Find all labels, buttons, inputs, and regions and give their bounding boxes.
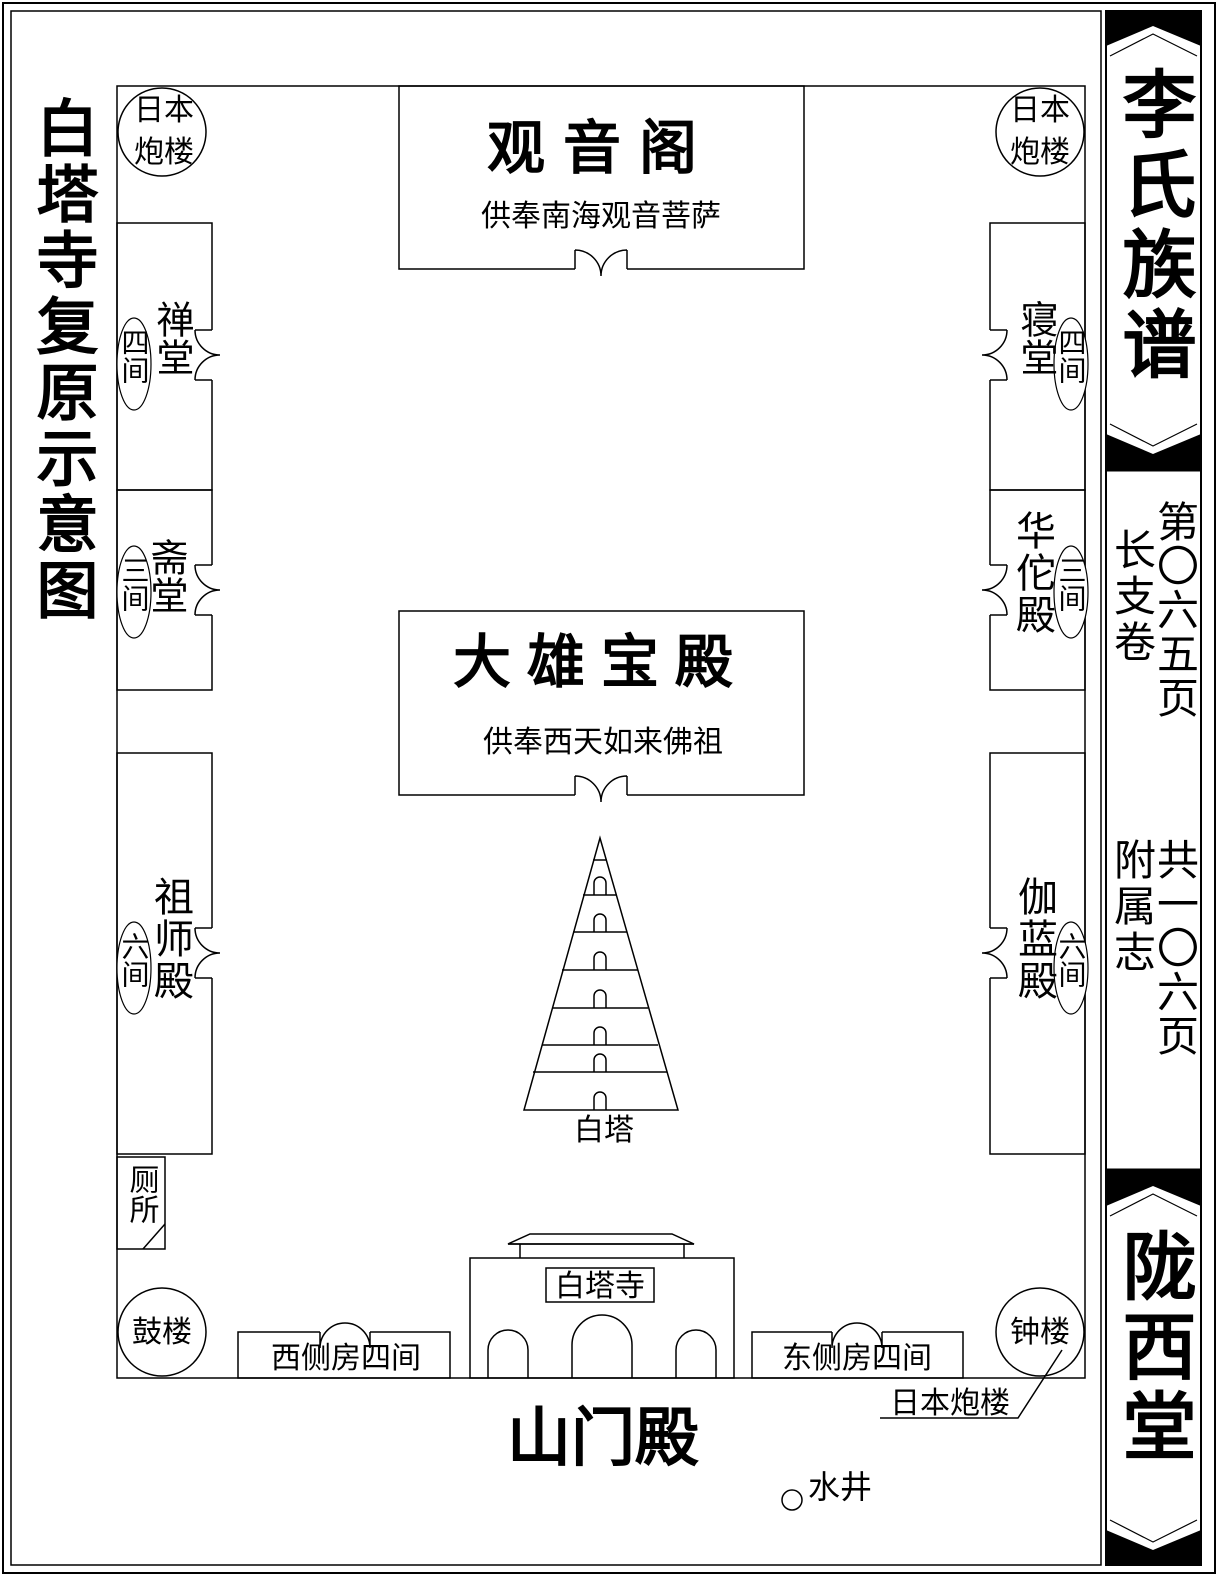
qin-tang-label: 寝堂 (1014, 300, 1058, 376)
side-ornament-top (1106, 11, 1201, 46)
side-bottom-title: 陇西堂 (1110, 1228, 1196, 1468)
qin-tang-rooms: 四间 (1055, 328, 1088, 384)
ne-tower-circle (995, 87, 1085, 177)
well-label: 水井 (808, 1468, 872, 1506)
door-gap (209, 330, 215, 380)
jialan-dian-door (981, 927, 1008, 979)
chan-tang-rooms-oval (116, 317, 152, 411)
side-volume: 长支卷 (1108, 528, 1157, 666)
zushi-dian-label: 祖师殿 (147, 876, 194, 1002)
shanmen-arch-right (675, 1329, 717, 1378)
shanmen-roof (507, 1233, 695, 1245)
door-gap (987, 565, 993, 615)
drum-tower-label: 鼓楼 (132, 1315, 192, 1350)
door-gap (987, 928, 993, 978)
shanmen-plaque: 白塔寺 (555, 1269, 645, 1304)
side-ornament-line (1109, 1519, 1198, 1543)
zushi-dian-rooms: 六间 (118, 932, 151, 988)
qin-tang-rooms-oval (1053, 317, 1089, 411)
huatuo-dian-label: 华佗殿 (1009, 510, 1056, 636)
well-circle (781, 1489, 803, 1511)
side-ornament-line (1109, 423, 1198, 447)
map-frame (10, 10, 1102, 1566)
zhai-tang-label: 斋堂 (144, 538, 188, 614)
side-ornament-bottom (1106, 1530, 1201, 1565)
bell-tower-circle (995, 1287, 1085, 1377)
west-side-door (319, 1322, 371, 1349)
door-gap (209, 928, 215, 978)
side-ornament-mid-lower (1106, 1170, 1201, 1206)
cesuo-building (116, 1156, 166, 1250)
guanyin-ge-desc: 供奉南海观音菩萨 (481, 199, 721, 234)
cesuo-door (142, 1223, 166, 1250)
door-gap (832, 1329, 882, 1335)
daxiong-baodian-desc: 供奉西天如来佛祖 (483, 725, 723, 760)
jialan-dian-rooms-oval (1053, 921, 1089, 1015)
east-side-door (831, 1322, 883, 1349)
ne-tower-label-2: 炮楼 (1010, 135, 1070, 170)
outside-tower-label: 日本炮楼 (890, 1386, 1010, 1421)
pagoda-label: 白塔 (574, 1113, 634, 1148)
jialan-dian-label: 伽蓝殿 (1011, 876, 1058, 1002)
shanmen-arch-center (571, 1314, 633, 1378)
jialan-dian-rooms: 六间 (1055, 932, 1088, 988)
drum-tower-circle (117, 1287, 207, 1377)
daxiong-baodian-label: 大雄宝殿 (453, 628, 749, 696)
bell-tower-label: 钟楼 (1010, 1315, 1070, 1350)
zhai-tang-rooms-oval (116, 545, 152, 639)
side-ornament-mid-upper (1106, 434, 1201, 470)
west-side-label: 西侧房四间 (271, 1341, 421, 1376)
qin-tang-door (981, 329, 1008, 381)
huatuo-dian-rooms: 三间 (1055, 556, 1088, 612)
nw-tower-circle (117, 87, 207, 177)
side-ornament-line (1109, 33, 1198, 57)
guanyin-ge-door (574, 249, 628, 277)
chan-tang-label: 禅堂 (150, 300, 194, 376)
zhai-tang-door (194, 564, 221, 616)
door-gap (987, 330, 993, 380)
nw-tower-label-1: 日本 (134, 93, 194, 128)
zushi-dian-door (194, 927, 221, 979)
shanmen-gate (469, 1257, 735, 1379)
ne-tower-label-1: 日本 (1010, 93, 1070, 128)
chan-tang-rooms: 四间 (118, 328, 151, 384)
guanyin-ge-label: 观音阁 (487, 114, 715, 182)
side-total-pages: 共一〇六页 (1151, 838, 1200, 1058)
huatuo-dian-rooms-oval (1053, 545, 1089, 639)
side-page-number: 第〇六五页 (1151, 500, 1200, 720)
zhai-tang-rooms: 三间 (118, 556, 151, 612)
shanmen-dian-label: 山门殿 (507, 1401, 699, 1476)
shanmen-arch-left (487, 1329, 529, 1378)
side-top-title: 李氏族谱 (1110, 66, 1196, 386)
outside-tower-leader (880, 1349, 1063, 1419)
door-gap (209, 565, 215, 615)
cesuo-label: 厕所 (124, 1164, 160, 1224)
side-ornament-line (1109, 1193, 1198, 1217)
pagoda-drawing (523, 835, 679, 1111)
east-side-label: 东侧房四间 (782, 1341, 932, 1376)
daxiong-door (574, 775, 628, 803)
side-appendix: 附属志 (1108, 838, 1157, 976)
chan-tang-door (194, 329, 221, 381)
shanmen-plaque-frame (545, 1267, 655, 1303)
zushi-dian-rooms-oval (116, 921, 152, 1015)
door-gap (575, 266, 627, 272)
huatuo-dian-door (981, 564, 1008, 616)
door-gap (575, 792, 627, 798)
nw-tower-label-2: 炮楼 (134, 135, 194, 170)
door-gap (320, 1329, 370, 1335)
diagram-title: 白塔寺复原示意图 (26, 96, 99, 624)
